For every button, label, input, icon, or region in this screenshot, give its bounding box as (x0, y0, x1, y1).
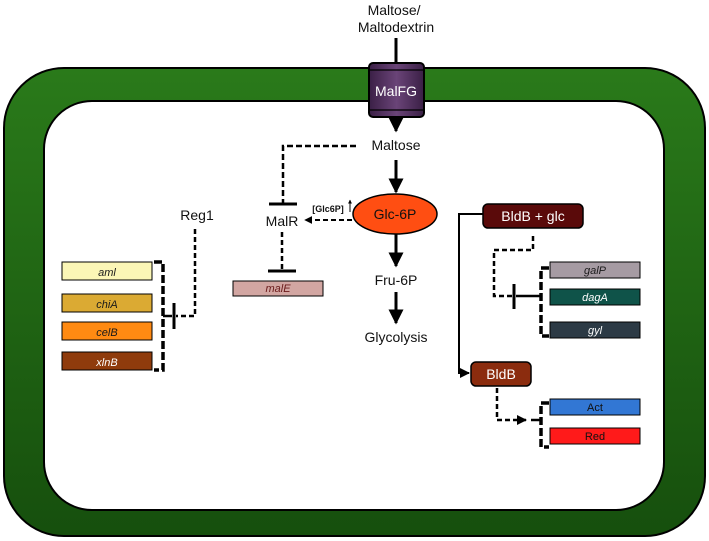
gene-box-galp (549, 261, 641, 279)
gene-label-celb: celB (96, 327, 117, 339)
reg1-target-genes: aml chiA celB xlnB (61, 261, 153, 371)
gene-label-red: Red (585, 431, 605, 443)
substrate-label-line: Maltodextrin (358, 19, 434, 35)
bldb-glc-target-genes: galP dagA gyl (549, 261, 641, 339)
glc6p-signal-label: [Glc6P] (312, 204, 344, 214)
substrate-label-line: Maltose/ (368, 2, 421, 18)
bldb-targets-bracket (539, 401, 549, 449)
gene-label-xlnb: xlnB (95, 357, 117, 369)
maltose-label: Maltose (371, 137, 420, 153)
gene-box-act (549, 398, 641, 416)
gene-box-chia (61, 293, 153, 313)
bldb-activates-line (495, 388, 527, 425)
gene-label-chia: chiA (96, 299, 117, 311)
gene-box-male (232, 280, 324, 297)
reg1-inhibits-line (176, 229, 197, 318)
malr-label: MalR (266, 213, 299, 229)
reg1-label: Reg1 (180, 207, 214, 223)
bldb-glc-label: BldB + glc (501, 208, 564, 224)
gene-label-act: Act (587, 402, 603, 414)
bldb-box (470, 361, 532, 387)
substrate-label: Maltose/ Maltodextrin (358, 2, 434, 35)
bldb-glc-box (482, 203, 584, 229)
glycolysis-label: Glycolysis (364, 329, 427, 345)
gene-box-red (549, 427, 641, 445)
gene-label-daga: dagA (582, 292, 608, 304)
gene-label-male: malE (265, 283, 291, 295)
gene-label-gyl: gyl (588, 325, 603, 337)
glc6p-label: Glc-6P (374, 206, 417, 222)
gene-box-gyl (549, 321, 641, 339)
bldb-label: BldB (486, 366, 516, 382)
maltose-inhibits-malr-line (281, 144, 356, 203)
malfg-transporter: MalFG (368, 62, 425, 118)
transporter-label: MalFG (375, 83, 417, 99)
fru6p-label: Fru-6P (375, 272, 418, 288)
gene-box-aml (61, 261, 153, 281)
bldb-glc-targets-bracket (539, 266, 549, 338)
gene-label-galp: galP (584, 265, 607, 277)
bldb-glc-to-bldb-arrow (458, 213, 483, 378)
bldb-glc-inhibits-line (492, 236, 535, 298)
gene-box-xlnb (61, 351, 153, 371)
gene-box-celb (61, 321, 153, 341)
gene-box-daga (549, 288, 641, 306)
gene-label-aml: aml (98, 267, 116, 279)
